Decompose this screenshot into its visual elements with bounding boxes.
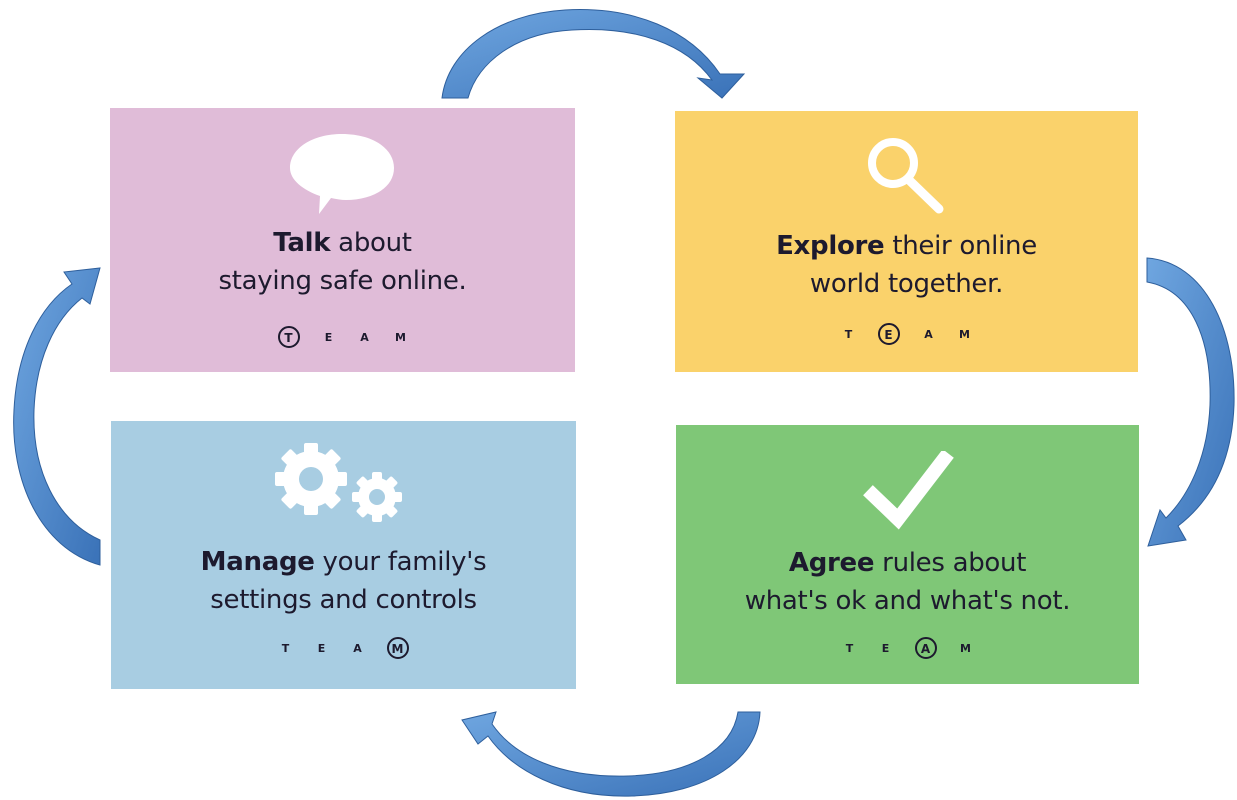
explore-keyword: Explore <box>776 231 885 261</box>
magnifier-icon <box>868 138 944 214</box>
explore-line2: world together. <box>809 269 1004 299</box>
team-letter-m: M <box>960 641 971 655</box>
arrow-agree-to-manage <box>461 711 761 797</box>
team-label: T E A M <box>676 637 1139 659</box>
team-letter-a: A <box>914 637 937 659</box>
team-letter-m: M <box>386 637 409 659</box>
team-letter-t: T <box>845 641 854 655</box>
team-letter-a: A <box>924 327 933 341</box>
checkmark-icon <box>863 451 954 530</box>
team-letter-a: A <box>353 641 362 655</box>
manage-line2: settings and controls <box>210 585 477 615</box>
manage-keyword: Manage <box>200 547 315 577</box>
talk-line2: staying safe online. <box>218 266 467 296</box>
agree-line2: what's ok and what's not. <box>744 586 1071 616</box>
card-explore: Explore their online world together. T E… <box>675 111 1138 372</box>
explore-line1: their online <box>884 231 1037 261</box>
speech-bubble-icon <box>290 134 394 214</box>
gears-icon <box>275 443 402 522</box>
agree-statement: Agree rules about what's ok and what's n… <box>686 544 1129 620</box>
talk-statement: Talk about staying safe online. <box>120 224 565 300</box>
agree-keyword: Agree <box>788 548 875 578</box>
arrow-talk-to-explore <box>441 9 746 99</box>
arrow-manage-to-talk <box>13 267 101 566</box>
team-letter-m: M <box>959 327 970 341</box>
team-letter-a: A <box>360 330 369 344</box>
team-letter-e: E <box>317 641 326 655</box>
team-letter-e: E <box>881 641 890 655</box>
team-letter-e: E <box>877 323 900 345</box>
team-label: T E A M <box>110 326 575 348</box>
team-letter-t: T <box>844 327 853 341</box>
card-agree: Agree rules about what's ok and what's n… <box>676 425 1139 684</box>
card-manage: Manage your family's settings and contro… <box>111 421 576 689</box>
team-label: T E A M <box>675 323 1138 345</box>
team-label: T E A M <box>111 637 576 659</box>
agree-line1: rules about <box>874 548 1027 578</box>
card-talk: Talk about staying safe online. T E A M <box>110 108 575 372</box>
manage-statement: Manage your family's settings and contro… <box>121 543 566 619</box>
talk-line1: about <box>330 228 412 258</box>
explore-statement: Explore their online world together. <box>685 227 1128 303</box>
team-letter-e: E <box>324 330 333 344</box>
team-letter-t: T <box>281 641 290 655</box>
team-letter-t: T <box>277 326 300 348</box>
talk-keyword: Talk <box>273 228 331 258</box>
manage-line1: your family's <box>314 547 487 577</box>
team-letter-m: M <box>395 330 406 344</box>
arrow-explore-to-agree <box>1146 257 1235 547</box>
